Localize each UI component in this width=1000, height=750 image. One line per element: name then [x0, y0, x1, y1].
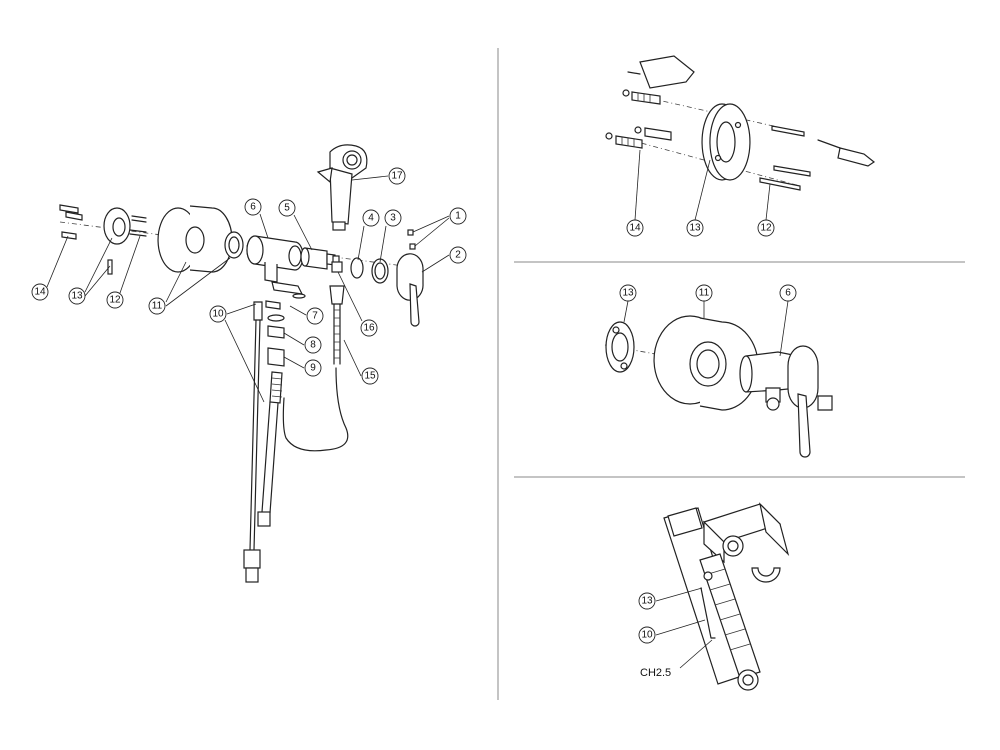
assembled-view: [604, 315, 833, 458]
callout-number: 12: [109, 295, 121, 306]
wall-anchors: [59, 204, 147, 240]
valve-body: [246, 235, 306, 299]
exploded-leaders: [46, 175, 450, 403]
callout-number: 3: [390, 213, 396, 224]
cover-ring: [157, 205, 233, 273]
mounting-plate: [103, 207, 131, 275]
tool-size-label: CH2.5: [640, 667, 671, 679]
callout-number: 14: [34, 287, 46, 298]
callout-number: 8: [310, 340, 316, 351]
callout-exploded-view-16: 16: [360, 319, 378, 337]
set-screw-detail-view: [663, 502, 790, 691]
callout-set-screw-detail-13: 13: [638, 592, 656, 610]
callout-exploded-view-13: 13: [68, 287, 86, 305]
callout-exploded-view-1: 1: [449, 207, 467, 225]
callout-number: 11: [699, 288, 710, 299]
callout-number: 7: [312, 311, 318, 322]
callout-exploded-view-3: 3: [384, 209, 402, 227]
callout-wall-mounting-13: 13: [686, 219, 704, 237]
callout-number: 4: [368, 213, 374, 224]
callout-number: 12: [760, 223, 772, 234]
callout-exploded-view-11: 11: [148, 297, 166, 315]
callout-number: 5: [284, 203, 290, 214]
callout-exploded-view-6: 6: [244, 198, 262, 216]
callout-number: 13: [622, 288, 634, 299]
callout-number: 10: [212, 309, 224, 320]
hand-shower: [316, 144, 368, 231]
callout-assembled-view-13: 13: [619, 284, 637, 302]
wall-mounting-view: [605, 55, 876, 191]
callout-number: 9: [310, 363, 316, 374]
callout-exploded-view-14: 14: [31, 283, 49, 301]
callout-wall-mounting-12: 12: [757, 219, 775, 237]
exploded-view: [59, 144, 424, 583]
assembled-leaders: [623, 300, 789, 357]
callout-number: 2: [455, 250, 461, 261]
callout-exploded-view-8: 8: [304, 336, 322, 354]
callout-exploded-view-4: 4: [362, 209, 380, 227]
callout-number: 11: [152, 301, 163, 312]
callout-number: 15: [364, 371, 376, 382]
callout-exploded-view-9: 9: [304, 359, 322, 377]
callout-assembled-view-6: 6: [779, 284, 797, 302]
lever-handle: [396, 253, 424, 327]
callout-number: 13: [689, 223, 701, 234]
callout-exploded-view-10: 10: [209, 305, 227, 323]
callout-exploded-view-15: 15: [361, 367, 379, 385]
wall-mounting-leaders: [634, 149, 771, 221]
callout-set-screw-detail-10: 10: [638, 626, 656, 644]
callout-number: 13: [641, 596, 653, 607]
callout-exploded-view-5: 5: [278, 199, 296, 217]
callout-wall-mounting-14: 14: [626, 219, 644, 237]
callout-number: 1: [455, 211, 461, 222]
callout-exploded-view-12: 12: [106, 291, 124, 309]
callout-assembled-view-11: 11: [695, 284, 713, 302]
callout-exploded-view-17: 17: [388, 167, 406, 185]
callout-number: 6: [785, 288, 791, 299]
callout-number: 17: [391, 171, 403, 182]
callout-number: 16: [363, 323, 375, 334]
callout-number: 14: [629, 223, 641, 234]
callout-number: 13: [71, 291, 83, 302]
callout-number: 6: [250, 202, 256, 213]
callout-number: 10: [641, 630, 653, 641]
callout-exploded-view-7: 7: [306, 307, 324, 325]
set-screw-leaders: [655, 587, 713, 669]
callout-exploded-view-2: 2: [449, 246, 467, 264]
